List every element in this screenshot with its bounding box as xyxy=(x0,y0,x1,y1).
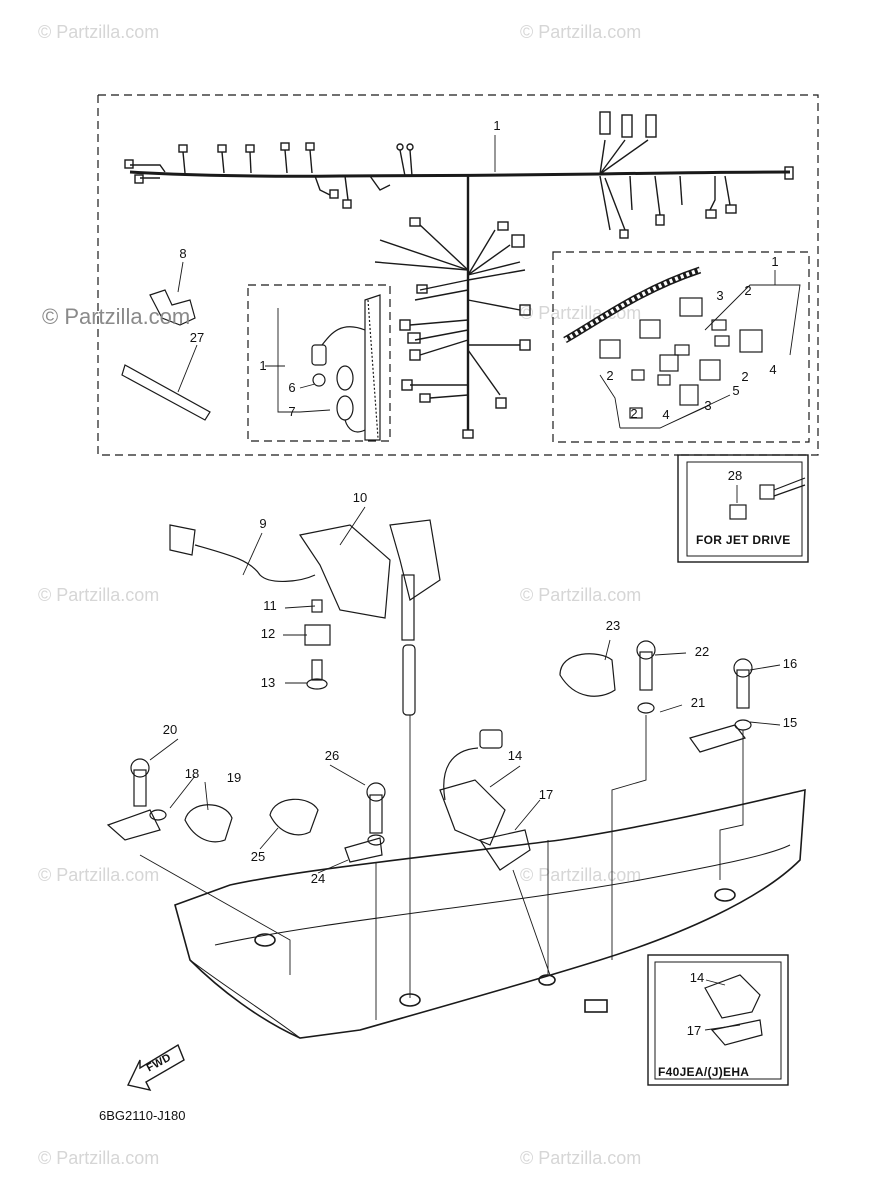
watermark: © Partzilla.com xyxy=(520,22,642,42)
inset-grommet xyxy=(704,974,763,1046)
callout-number: 24 xyxy=(311,871,325,886)
callout-number: 22 xyxy=(695,644,709,659)
watermark: © Partzilla.com xyxy=(520,585,642,605)
watermark: © Partzilla.com xyxy=(38,1148,160,1168)
callout-number: 12 xyxy=(261,626,275,641)
diagram-code: 6BG2110-J180 xyxy=(99,1108,186,1123)
callout-number: 4 xyxy=(662,407,669,422)
callout-number: 17 xyxy=(539,787,553,802)
main-harness xyxy=(129,170,791,178)
callout-number: 15 xyxy=(783,715,797,730)
callout-number: 10 xyxy=(353,490,367,505)
callout-number: 21 xyxy=(691,695,705,710)
jet-drive-inner-box xyxy=(686,461,803,557)
callout-number: 1 xyxy=(771,254,778,269)
model-inner-box xyxy=(654,961,782,1080)
jet-drive-label: FOR JET DRIVE xyxy=(696,533,791,547)
callout-number: 14 xyxy=(508,748,522,763)
model-inset-box xyxy=(647,954,789,1086)
watermark: © Partzilla.com xyxy=(38,585,160,605)
callout-number: 2 xyxy=(630,406,637,421)
grommet-and-connector xyxy=(439,729,531,871)
callout-number: 4 xyxy=(769,362,776,377)
watermark: © Partzilla.com xyxy=(520,1148,642,1168)
watermark: © Partzilla.com xyxy=(520,865,642,885)
callout-number: 1 xyxy=(259,358,266,373)
callout-number: 14 xyxy=(690,970,704,985)
callout-number: 8 xyxy=(179,246,186,261)
jet-drive-inset-box xyxy=(677,454,809,563)
callout-number: 13 xyxy=(261,675,275,690)
clamps-and-bolts xyxy=(106,640,753,863)
callout-number: 7 xyxy=(288,404,295,419)
watermark: © Partzilla.com xyxy=(38,865,160,885)
watermark: © Partzilla.com xyxy=(38,22,160,42)
callout-number: 9 xyxy=(259,516,266,531)
assembly-leaders xyxy=(139,715,744,1020)
callout-number: 26 xyxy=(325,748,339,763)
callout-number: 18 xyxy=(185,766,199,781)
callout-number: 1 xyxy=(493,118,500,133)
callout-number: 16 xyxy=(783,656,797,671)
callout-number: 6 xyxy=(288,380,295,395)
callout-number: 2 xyxy=(741,369,748,384)
watermark-prominent: © Partzilla.com xyxy=(42,304,191,329)
callout-number: 11 xyxy=(263,598,277,613)
model-label: F40JEA/(J)EHA xyxy=(658,1065,750,1079)
callout-number: 2 xyxy=(606,368,613,383)
callout-number: 27 xyxy=(190,330,204,345)
connector-assortment xyxy=(563,266,763,419)
callout-number: 3 xyxy=(716,288,723,303)
watermark: © Partzilla.com xyxy=(520,303,642,323)
callout-number: 25 xyxy=(251,849,265,864)
callout-number: 3 xyxy=(704,398,711,413)
callout-number: 17 xyxy=(687,1023,701,1038)
callout-number: 2 xyxy=(744,283,751,298)
sensor-sub-harness xyxy=(311,294,381,441)
jet-drive-connector xyxy=(729,477,806,520)
callout-number: 23 xyxy=(606,618,620,633)
callout-number: 28 xyxy=(728,468,742,483)
fwd-arrow-icon xyxy=(126,1043,185,1092)
harness-branches xyxy=(124,111,794,439)
clamp-and-cable-tie xyxy=(121,289,211,421)
callout-number: 20 xyxy=(163,722,177,737)
callout-number: 19 xyxy=(227,770,241,785)
bottom-cowling xyxy=(174,788,806,1039)
callout-number: 5 xyxy=(732,383,739,398)
bracket-assembly xyxy=(169,519,441,716)
